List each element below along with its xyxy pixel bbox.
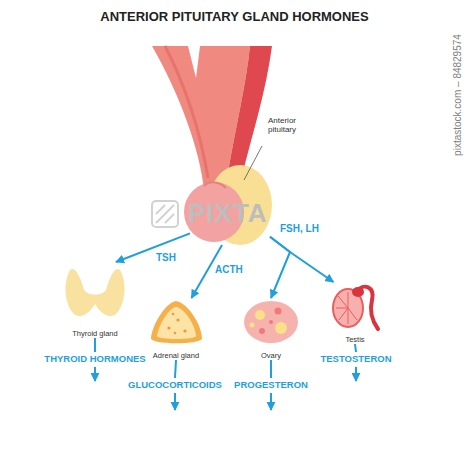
part-label: Anterior pituitary (268, 116, 320, 134)
watermark-url: pixtastock.com – 84829574 (453, 34, 463, 156)
hormone-label: TESTOSTERON (318, 352, 393, 365)
diagram-title: ANTERIOR PITUITARY GLAND HORMONES (0, 9, 469, 24)
organ-name: Thyroid gland (72, 329, 117, 338)
output-arrow (94, 367, 96, 381)
hormone-label: PROGESTERON (232, 378, 310, 391)
hormone-arrow (355, 344, 356, 352)
output-arrow (270, 393, 272, 410)
adrenal-gland-shape (145, 298, 207, 346)
thyroid-gland: Thyroid gland (60, 262, 130, 338)
hormone-name: GLUCOCORTICOIDS (128, 379, 222, 390)
hormone-label: THYROID HORMONES (42, 352, 147, 365)
adrenal-gland: Adrenal gland (145, 298, 207, 360)
hormone-arrow (94, 338, 96, 352)
organ-name: Adrenal gland (153, 351, 199, 360)
thyroid-gland-shape (60, 262, 130, 320)
output-arrow (174, 393, 176, 410)
infundibulum-notch (188, 46, 200, 78)
hormone-abbreviation: FSH, LH (280, 223, 319, 235)
hormone-arrow (270, 237, 333, 282)
ovary: Ovary (240, 298, 302, 360)
organ-name: Ovary (261, 351, 281, 360)
hormone-label: GLUCOCORTICOIDS (126, 378, 224, 391)
hormone-name: PROGESTERON (234, 379, 308, 390)
hormone-arrow (270, 237, 290, 298)
hormone-arrow (116, 233, 190, 262)
lobe-shade (204, 182, 226, 188)
output-arrow (355, 367, 357, 381)
hormone-arrow (175, 360, 176, 378)
ovary-shape (240, 298, 302, 346)
infundibulum-shade (165, 46, 208, 178)
hypothalamic-band (228, 46, 272, 176)
hormone-arrow (270, 360, 272, 378)
watermark: PIXTA (188, 200, 268, 226)
testis-shape (328, 282, 382, 332)
leader-line (244, 146, 262, 180)
testis: Testis (328, 282, 382, 344)
watermark-logo (152, 201, 178, 227)
hormone-name: THYROID HORMONES (44, 353, 145, 364)
hormone-abbreviation: TSH (156, 252, 176, 264)
organ-name: Testis (345, 335, 364, 344)
hormone-abbreviation: ACTH (215, 264, 243, 276)
hormone-name: TESTOSTERON (320, 353, 391, 364)
